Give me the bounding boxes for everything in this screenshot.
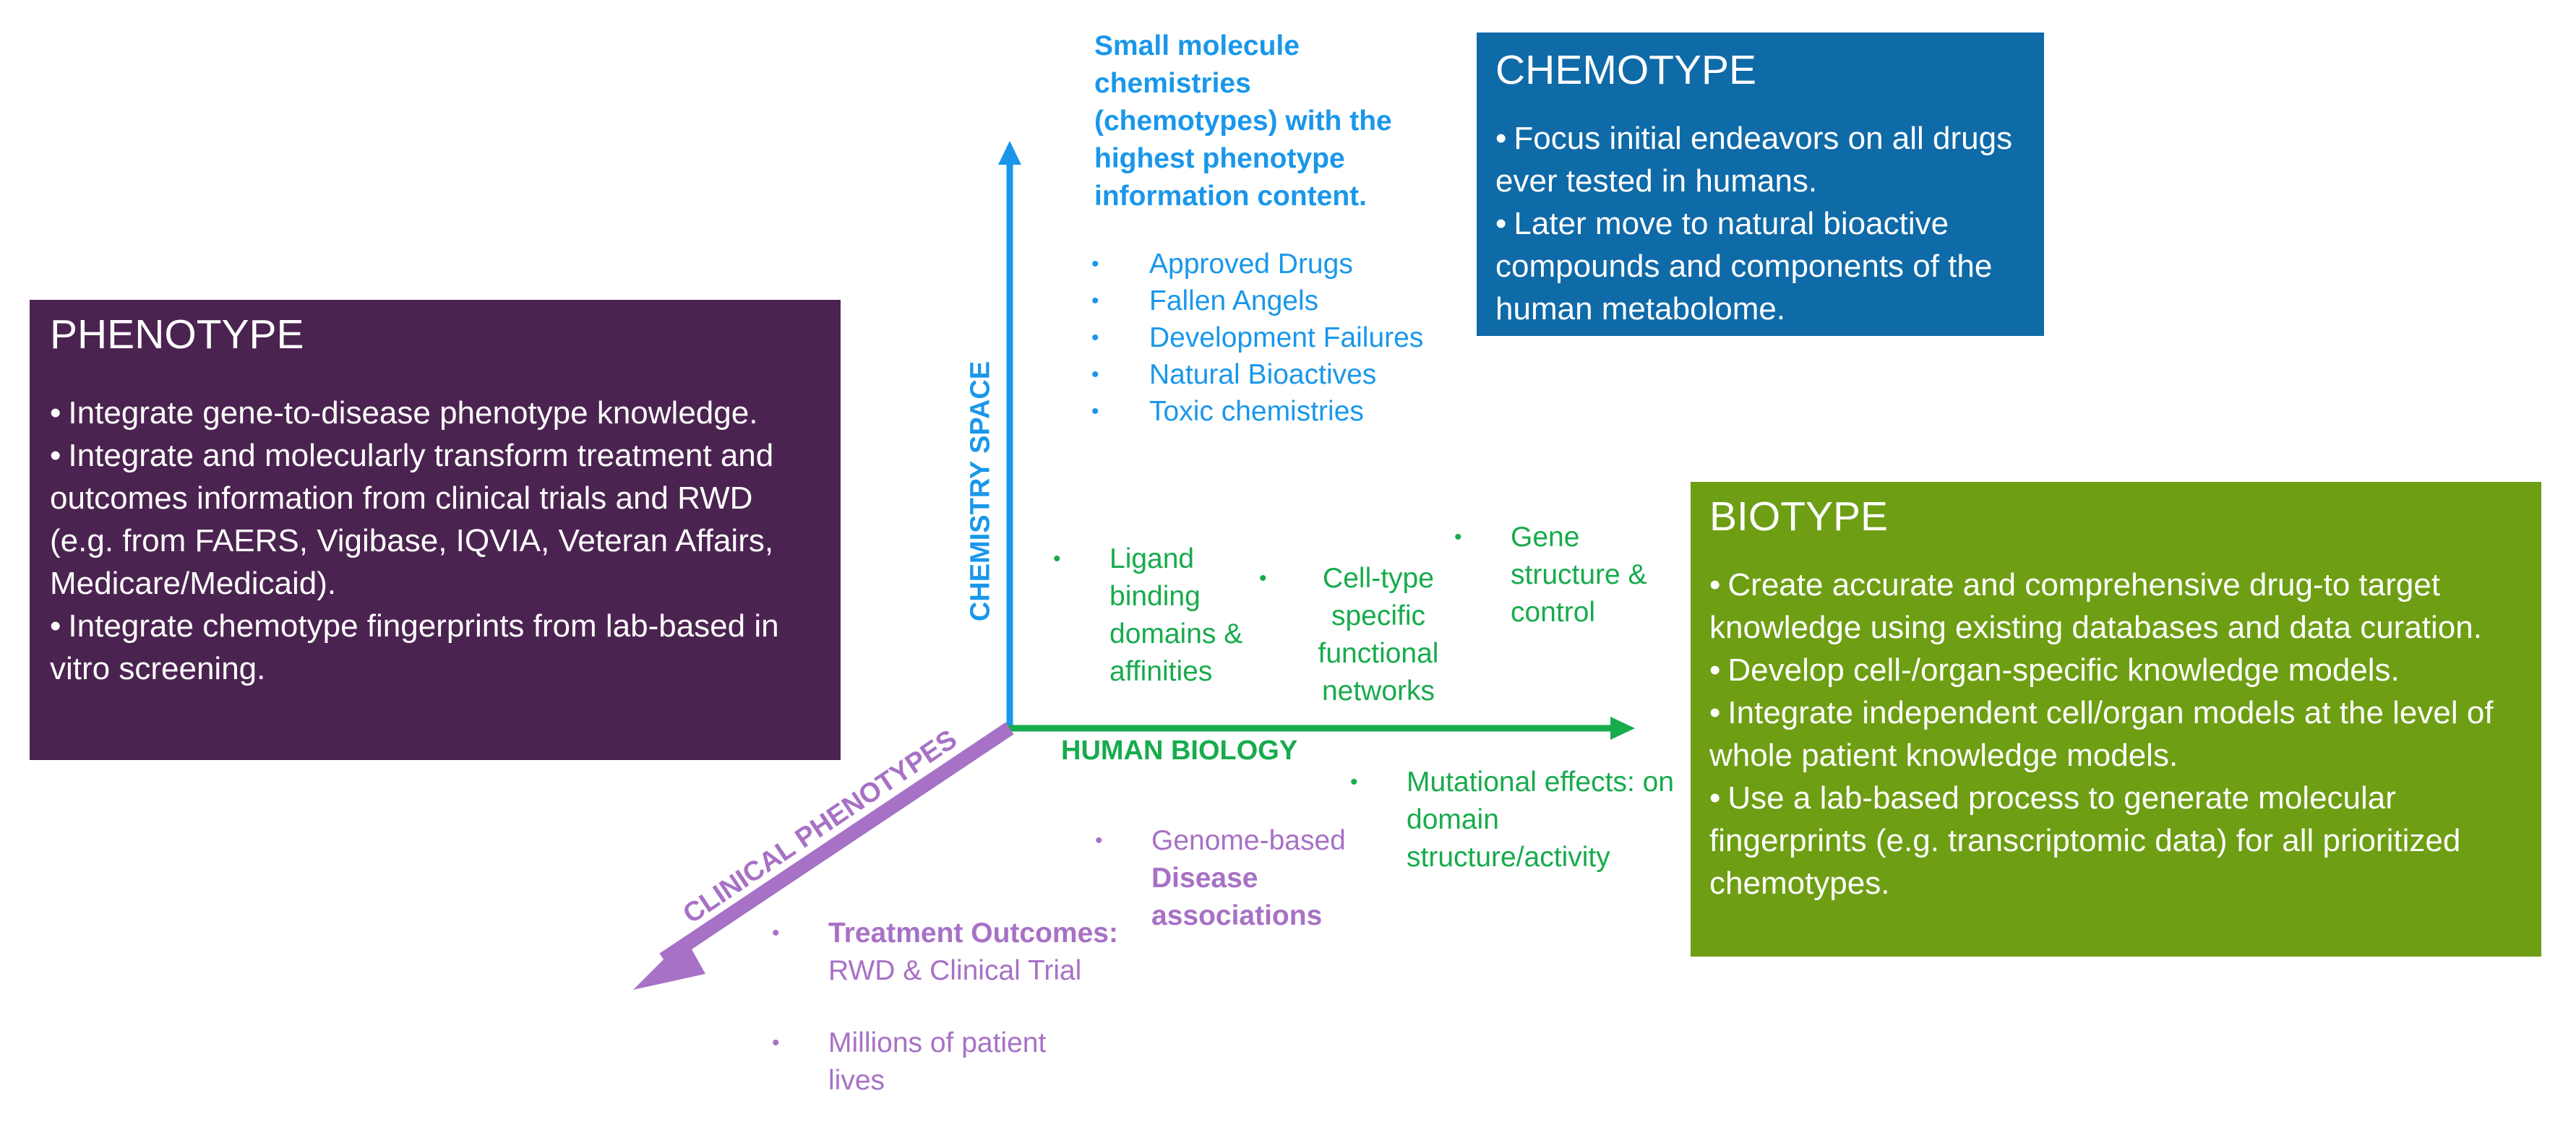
list-item: •Integrate gene-to-disease phenotype kno… bbox=[50, 395, 758, 431]
biology-axis-label: HUMAN BIOLOGY bbox=[1061, 735, 1298, 766]
biotype-panel: BIOTYPE •Create accurate and comprehensi… bbox=[1691, 482, 2541, 957]
clinical-arrowhead bbox=[633, 938, 705, 990]
list-item: •Create accurate and comprehensive drug-… bbox=[1709, 567, 2482, 645]
list-item: •Natural Bioactives bbox=[1091, 359, 1377, 390]
gene-structure-label: Gene structure & control bbox=[1511, 522, 1647, 628]
chemistry-items-list: •Approved Drugs •Fallen Angels •Developm… bbox=[1091, 246, 1423, 430]
list-item: •Focus initial endeavors on all drugs ev… bbox=[1495, 121, 2013, 199]
chemistry-header: Small molecule chemistries (chemotypes) … bbox=[1094, 30, 1392, 212]
list-item: •Later move to natural bioactive compoun… bbox=[1495, 206, 1993, 327]
biotype-list: •Create accurate and comprehensive drug-… bbox=[1709, 564, 2523, 905]
list-item: •Fallen Angels bbox=[1091, 285, 1319, 316]
chemotype-list: •Focus initial endeavors on all drugs ev… bbox=[1495, 117, 2025, 330]
chemotype-panel: CHEMOTYPE •Focus initial endeavors on al… bbox=[1477, 33, 2044, 336]
list-item: •Toxic chemistries bbox=[1091, 396, 1364, 427]
list-item: •Develop cell-/organ-specific knowledge … bbox=[1709, 652, 2400, 688]
clinical-axis-arrow bbox=[659, 722, 1014, 966]
chemotype-title: CHEMOTYPE bbox=[1495, 47, 1757, 93]
bullet-dot: • bbox=[772, 921, 780, 945]
list-item: •Integrate chemotype fingerprints from l… bbox=[50, 608, 779, 686]
genome-disease-label: Genome-based Disease associations bbox=[1151, 825, 1346, 931]
list-item: •Development Failures bbox=[1091, 322, 1424, 353]
chemistry-axis-label: CHEMISTRY SPACE bbox=[965, 361, 996, 622]
phenotype-panel: PHENOTYPE •Integrate gene-to-disease phe… bbox=[30, 300, 841, 760]
mutational-effects-label: Mutational effects: on domain structure/… bbox=[1407, 767, 1675, 873]
ligand-binding-label: Ligand binding domains & affinities bbox=[1109, 543, 1243, 687]
bullet-dot: • bbox=[1454, 525, 1462, 549]
list-item: •Integrate independent cell/organ models… bbox=[1709, 695, 2494, 773]
chemistry-arrowhead bbox=[998, 141, 1021, 165]
biotype-title: BIOTYPE bbox=[1709, 493, 1889, 540]
list-item: •Integrate and molecularly transform tre… bbox=[50, 438, 774, 601]
phenotype-title: PHENOTYPE bbox=[50, 311, 304, 358]
patient-lives-label: Millions of patient lives bbox=[828, 1027, 1047, 1096]
list-item: •Use a lab-based process to generate mol… bbox=[1709, 780, 2461, 901]
bullet-dot: • bbox=[1095, 829, 1103, 853]
phenotype-list: •Integrate gene-to-disease phenotype kno… bbox=[50, 392, 820, 690]
bullet-dot: • bbox=[1350, 770, 1358, 794]
treatment-outcomes-label: Treatment Outcomes: RWD & Clinical Trial bbox=[828, 918, 1118, 986]
cell-type-label: Cell-type specific functional networks bbox=[1318, 563, 1439, 707]
bullet-dot: • bbox=[772, 1031, 780, 1055]
biology-arrowhead bbox=[1610, 717, 1635, 740]
bullet-dot: • bbox=[1053, 547, 1061, 571]
list-item: •Approved Drugs bbox=[1091, 249, 1353, 280]
bullet-dot: • bbox=[1259, 566, 1267, 590]
